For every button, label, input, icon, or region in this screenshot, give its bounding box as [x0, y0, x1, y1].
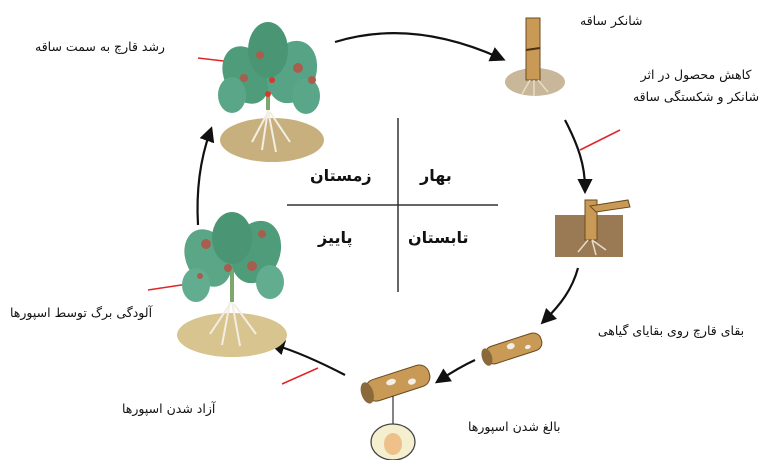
cycle-arrow-icon	[440, 360, 475, 380]
label-spore-maturation: بالغ شدن اسپورها	[468, 416, 561, 438]
label-yield-loss: کاهش محصول در اثر شانکر و شکستگی ساقه	[626, 64, 766, 108]
season-winter: زمستان	[310, 166, 372, 185]
season-spring: بهار	[420, 166, 452, 185]
broken-stem-icon	[555, 200, 630, 257]
season-autumn: پاییز	[318, 228, 353, 247]
label-survival-on-residue: بقای قارچ روی بقایای گیاهی	[596, 316, 746, 346]
cycle-arrow-icon	[565, 120, 585, 188]
label-spore-release: آزاد شدن اسپورها	[122, 398, 215, 420]
cycle-arrow-icon	[275, 345, 345, 375]
cycle-arrow-icon	[335, 33, 500, 58]
label-fungus-growth: رشد قارچ به سمت ساقه	[35, 36, 165, 58]
stem-canker-icon	[505, 18, 565, 96]
crop-residue-icon	[358, 331, 544, 405]
cycle-arrow-icon	[545, 268, 578, 320]
plant-icon	[175, 212, 289, 357]
label-leaf-infection: آلودگی برگ توسط اسپورها	[10, 302, 152, 324]
season-summer: تابستان	[408, 228, 469, 247]
plant-icon	[213, 22, 325, 162]
cycle-arrow-icon	[198, 132, 211, 225]
spore-icon	[371, 396, 415, 460]
label-stem-canker: شانکر ساقه	[580, 10, 643, 32]
